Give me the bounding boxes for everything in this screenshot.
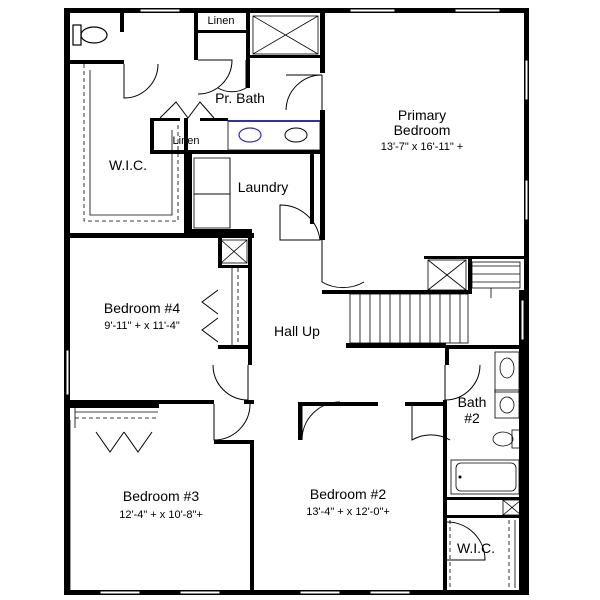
- primary-bedroom-label-1: Primary: [398, 107, 446, 123]
- bedroom2-label: Bedroom #2: [310, 486, 386, 502]
- laundry-label: Laundry: [238, 179, 289, 195]
- sink-left: [238, 127, 262, 143]
- staircase: [349, 259, 521, 344]
- sink-right: [284, 127, 308, 143]
- bath2-toilet-bowl: [492, 431, 514, 447]
- bath2-label-1: Bath: [458, 394, 487, 410]
- bedroom4-dims: 9'-11" + x 11'-4": [104, 320, 180, 332]
- doors: [95, 59, 486, 561]
- interior-walls: [64, 8, 524, 595]
- bath2-toilet-tank: [511, 429, 521, 449]
- linen-top-label: Linen: [208, 15, 235, 27]
- bedroom3-dims: 12'-4" + x 10'-8"+: [119, 509, 203, 521]
- exterior-walls: [64, 8, 529, 595]
- primary-bedroom-label-2: Bedroom: [394, 122, 451, 138]
- wic-left-label: W.I.C.: [109, 157, 147, 173]
- pr-bath-label: Pr. Bath: [215, 90, 265, 106]
- primary-bedroom-dims: 13'-7" x 16'-11" +: [381, 141, 463, 153]
- bath2-vanity: [494, 351, 520, 393]
- bath2-label-2: #2: [464, 410, 480, 426]
- bedroom2-dims: 13'-4" + x 12'-0"+: [306, 506, 390, 518]
- toilet-tank: [72, 24, 82, 46]
- bathtub: [450, 459, 520, 495]
- fixtures: [69, 15, 522, 590]
- toilet-bowl: [80, 26, 108, 44]
- vanity: [227, 120, 321, 151]
- shower-pan: [252, 15, 319, 55]
- windows: [65, 8, 529, 595]
- wic-right-label: W.I.C.: [457, 540, 495, 556]
- bedroom4-label: Bedroom #4: [104, 300, 180, 316]
- linen-mid-label: Linen: [173, 135, 200, 147]
- room-labels: Linen Pr. Bath Linen W.I.C. Laundry Prim…: [104, 15, 495, 556]
- hall-up-label: Hall Up: [274, 323, 320, 339]
- bedroom3-label: Bedroom #3: [123, 488, 199, 504]
